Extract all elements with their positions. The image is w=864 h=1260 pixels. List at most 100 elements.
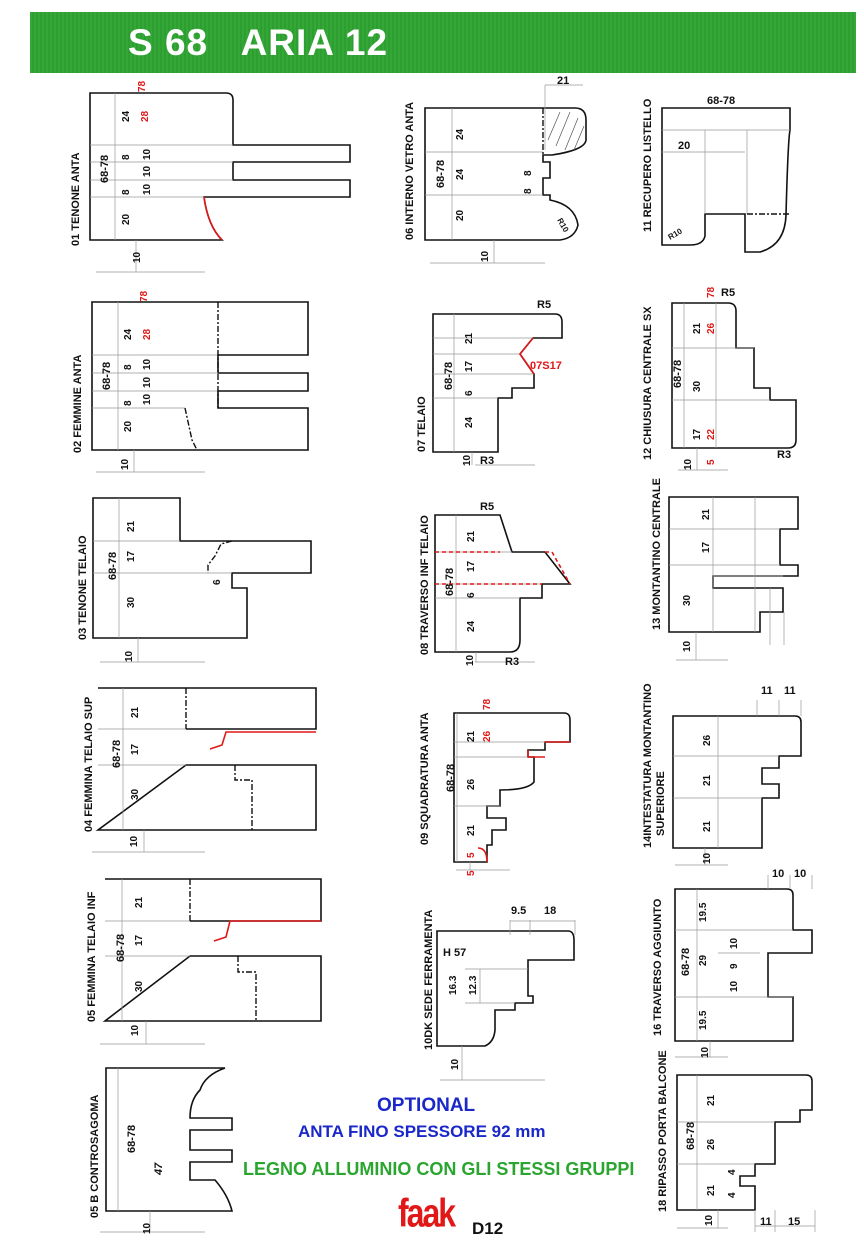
svg-text:07S17: 07S17 bbox=[530, 360, 562, 372]
svg-text:26: 26 bbox=[706, 1138, 717, 1150]
svg-text:21: 21 bbox=[706, 1184, 717, 1196]
profile-16-outline bbox=[674, 888, 813, 1042]
svg-text:17: 17 bbox=[692, 428, 703, 440]
svg-text:8: 8 bbox=[123, 364, 134, 370]
svg-text:10: 10 bbox=[142, 148, 153, 160]
svg-text:10: 10 bbox=[142, 1222, 153, 1234]
svg-text:10: 10 bbox=[465, 654, 476, 666]
svg-text:21: 21 bbox=[706, 1094, 717, 1106]
profile-05-label: 05 FEMMINA TELAIO INF bbox=[86, 891, 98, 1022]
svg-text:9: 9 bbox=[729, 963, 740, 969]
svg-text:11: 11 bbox=[784, 685, 796, 697]
profile-10-label: 10DK SEDE FERRAMENTA bbox=[423, 910, 435, 1050]
svg-text:22: 22 bbox=[706, 428, 717, 440]
profile-04-label: 04 FEMMINA TELAIO SUP bbox=[83, 697, 95, 832]
profile-13-outline bbox=[668, 496, 799, 633]
svg-text:24: 24 bbox=[121, 110, 132, 122]
svg-text:11: 11 bbox=[761, 685, 773, 697]
svg-text:28: 28 bbox=[142, 328, 153, 340]
svg-text:SUPERIORE: SUPERIORE bbox=[655, 771, 667, 836]
svg-text:21: 21 bbox=[701, 508, 712, 520]
svg-text:68-78: 68-78 bbox=[445, 764, 457, 792]
svg-text:15: 15 bbox=[788, 1216, 800, 1228]
profile-03-outline bbox=[92, 497, 312, 639]
svg-text:26: 26 bbox=[706, 322, 717, 334]
svg-text:24: 24 bbox=[123, 328, 134, 340]
svg-text:21: 21 bbox=[134, 896, 145, 908]
svg-text:26: 26 bbox=[702, 734, 713, 746]
svg-text:30: 30 bbox=[126, 596, 137, 608]
svg-text:68-78: 68-78 bbox=[126, 1125, 138, 1153]
svg-text:10: 10 bbox=[772, 868, 784, 880]
svg-text:78: 78 bbox=[482, 698, 493, 710]
svg-text:17: 17 bbox=[134, 934, 145, 946]
svg-text:68-78: 68-78 bbox=[99, 155, 111, 183]
svg-text:6: 6 bbox=[466, 592, 477, 598]
optional-heading: OPTIONAL bbox=[377, 1095, 476, 1116]
svg-text:8: 8 bbox=[121, 154, 132, 160]
profile-12-outline bbox=[671, 302, 797, 449]
svg-text:30: 30 bbox=[682, 594, 693, 606]
profile-11-label: 11 RECUPERO LISTELLO bbox=[642, 98, 654, 232]
svg-text:6: 6 bbox=[464, 390, 475, 396]
svg-text:8: 8 bbox=[523, 170, 534, 176]
svg-text:R10: R10 bbox=[667, 226, 685, 241]
page-code: D12 bbox=[472, 1219, 504, 1238]
svg-text:5: 5 bbox=[706, 459, 717, 465]
profile-11-outline bbox=[661, 107, 791, 253]
svg-text:21: 21 bbox=[466, 530, 477, 542]
svg-text:10: 10 bbox=[142, 358, 153, 370]
profile-01-label: 01 TENONE ANTA bbox=[70, 152, 82, 246]
page-title: S 68 ARIA 12 bbox=[128, 22, 389, 63]
svg-text:68-78: 68-78 bbox=[680, 948, 692, 976]
svg-text:68-78: 68-78 bbox=[443, 362, 455, 390]
svg-text:10: 10 bbox=[142, 376, 153, 388]
svg-text:8: 8 bbox=[523, 188, 534, 194]
profile-02-outline bbox=[91, 301, 309, 451]
profile-18-label: 18 RIPASSO PORTA BALCONE bbox=[657, 1050, 669, 1212]
svg-text:10: 10 bbox=[702, 852, 713, 864]
brand-logo: faak bbox=[398, 1190, 456, 1235]
svg-text:12.3: 12.3 bbox=[468, 975, 479, 995]
svg-text:10: 10 bbox=[129, 835, 140, 847]
svg-text:68-78: 68-78 bbox=[101, 362, 113, 390]
profile-16-label: 16 TRAVERSO AGGIUNTO bbox=[652, 898, 664, 1036]
svg-text:78: 78 bbox=[706, 286, 717, 298]
svg-text:R3: R3 bbox=[777, 449, 791, 461]
svg-text:10: 10 bbox=[682, 640, 693, 652]
profile-08-outline bbox=[434, 514, 572, 653]
svg-text:24: 24 bbox=[455, 168, 466, 180]
profile-05b-label: 05 B CONTROSAGOMA bbox=[89, 1094, 101, 1218]
svg-text:11: 11 bbox=[760, 1216, 772, 1228]
svg-text:21: 21 bbox=[126, 520, 137, 532]
svg-text:4: 4 bbox=[727, 1192, 738, 1198]
svg-text:28: 28 bbox=[140, 110, 151, 122]
profile-18-outline bbox=[676, 1074, 813, 1211]
svg-text:5: 5 bbox=[466, 852, 477, 858]
svg-text:29: 29 bbox=[698, 954, 709, 966]
svg-text:21: 21 bbox=[702, 820, 713, 832]
svg-text:17: 17 bbox=[126, 550, 137, 562]
profile-06-label: 06 INTERNO VETRO ANTA bbox=[404, 102, 416, 240]
svg-text:10: 10 bbox=[462, 454, 473, 466]
svg-text:19.5: 19.5 bbox=[698, 1010, 709, 1030]
svg-text:9.5: 9.5 bbox=[511, 905, 526, 917]
profile-09-label: 09 SQUADRATURA ANTA bbox=[419, 712, 431, 845]
svg-text:R5: R5 bbox=[721, 287, 735, 299]
svg-text:R5: R5 bbox=[537, 299, 551, 311]
svg-text:10: 10 bbox=[700, 1046, 711, 1058]
svg-text:24: 24 bbox=[466, 620, 477, 632]
header-bar: S 68 ARIA 12 bbox=[30, 12, 856, 73]
svg-text:21: 21 bbox=[702, 774, 713, 786]
profile-13-label: 13 MONTANTINO CENTRALE bbox=[651, 478, 663, 630]
svg-text:26: 26 bbox=[466, 778, 477, 790]
optional-note: ANTA FINO SPESSORE 92 mm bbox=[298, 1122, 546, 1141]
svg-text:17: 17 bbox=[464, 360, 475, 372]
svg-text:68-78: 68-78 bbox=[707, 95, 735, 107]
svg-text:68-78: 68-78 bbox=[107, 552, 119, 580]
profile-04-outline bbox=[95, 687, 317, 831]
svg-text:68-78: 68-78 bbox=[111, 740, 123, 768]
svg-text:20: 20 bbox=[121, 213, 132, 225]
svg-text:10: 10 bbox=[729, 937, 740, 949]
svg-text:8: 8 bbox=[121, 189, 132, 195]
